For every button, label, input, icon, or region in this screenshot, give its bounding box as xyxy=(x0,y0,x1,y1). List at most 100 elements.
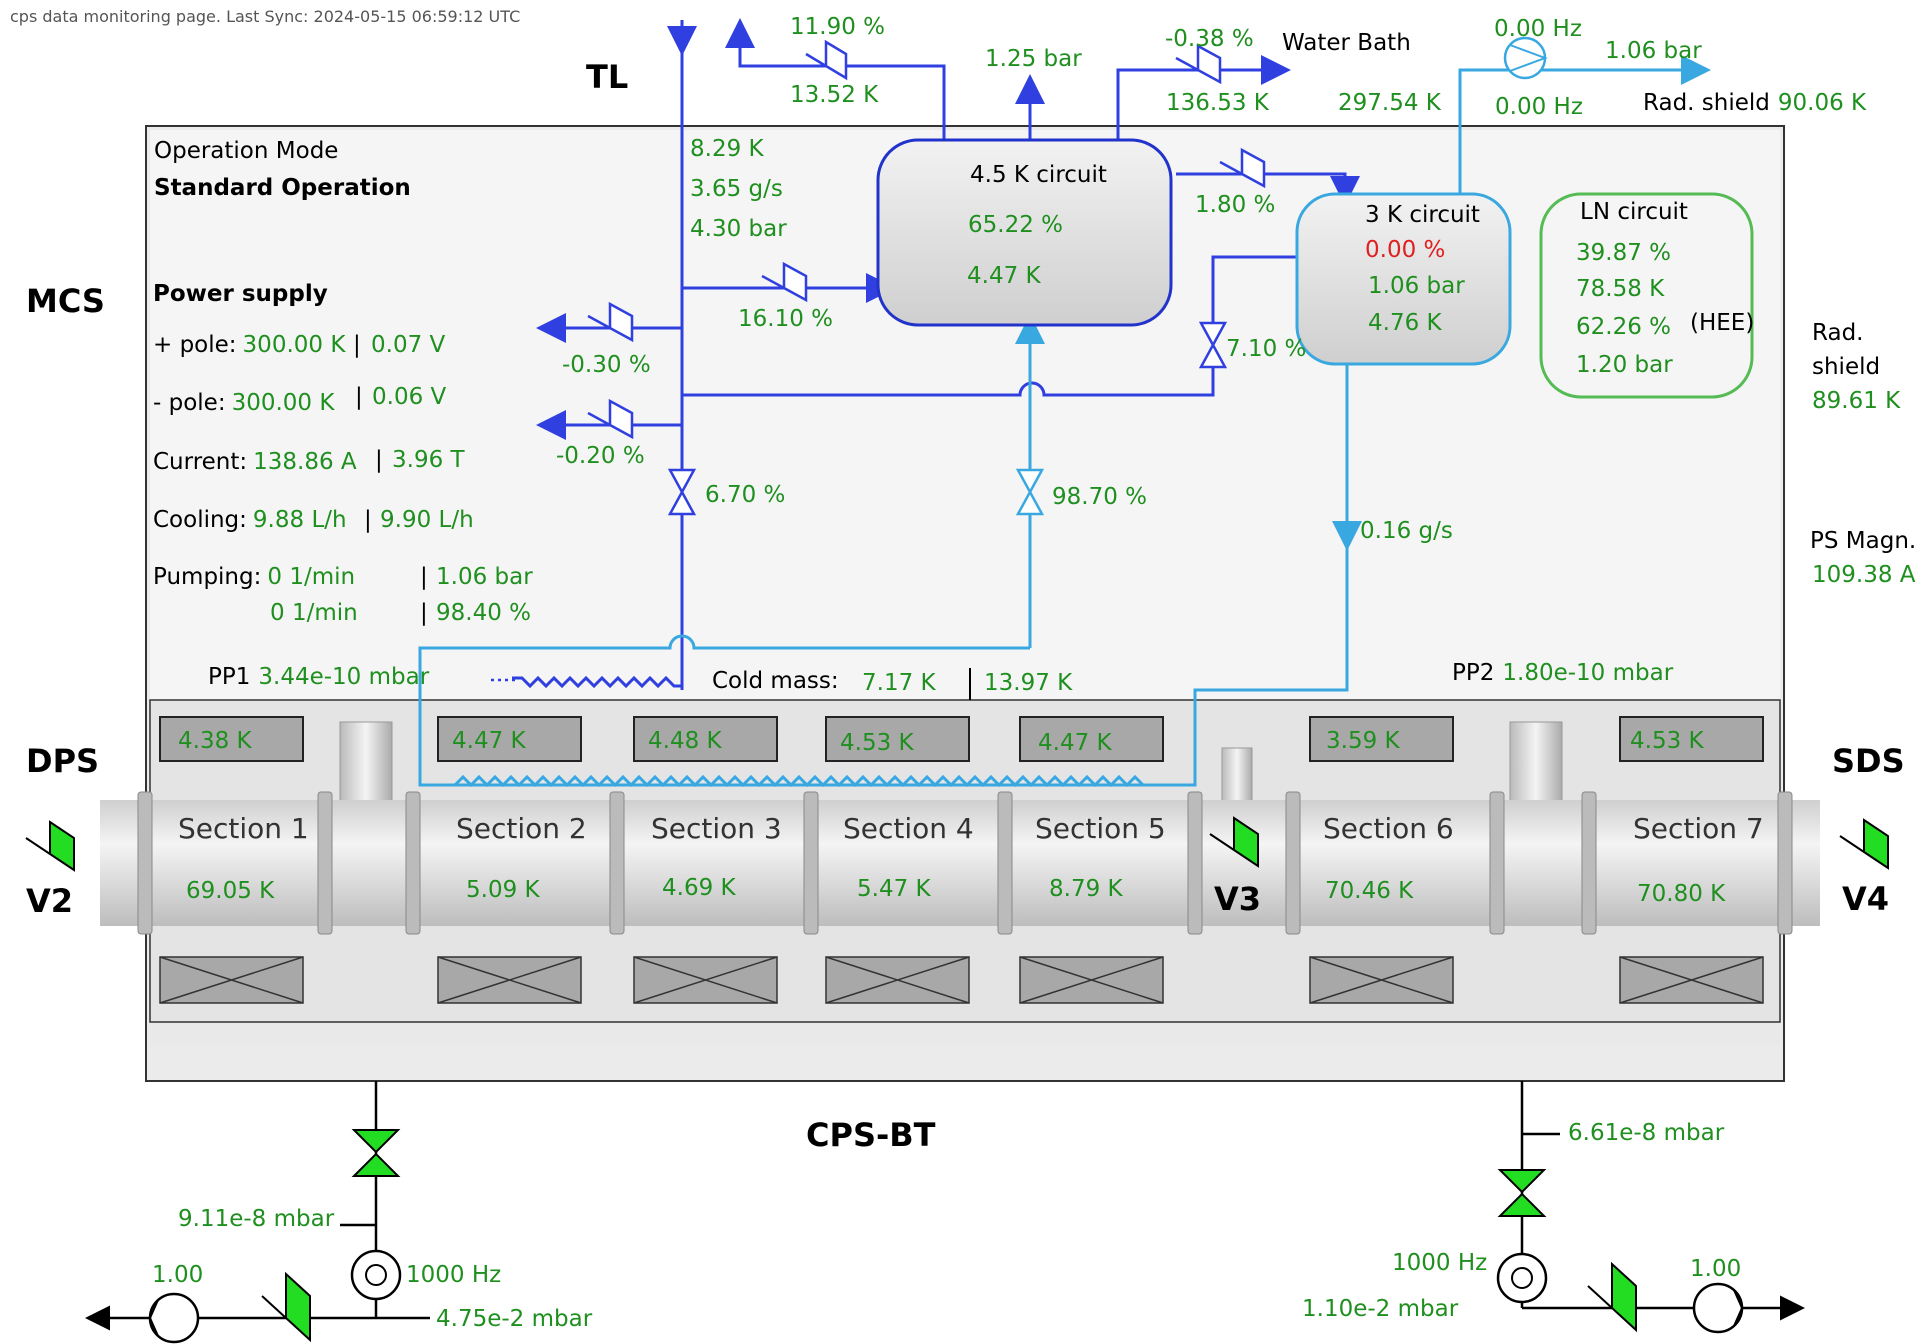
cooling-value-2: 9.90 L/h xyxy=(380,507,474,533)
section-6-name: Section 6 xyxy=(1323,812,1454,845)
section-5-name: Section 5 xyxy=(1035,812,1166,845)
top-box-7: 4.53 K xyxy=(1619,716,1764,762)
section-5-temp: 8.79 K xyxy=(1049,876,1124,902)
tl-temp: 8.29 K xyxy=(690,136,765,162)
valve-top-left[interactable] xyxy=(805,39,848,81)
bottom-left-pressure-1: 9.11e-8 mbar xyxy=(178,1206,335,1232)
pumping-label: Pumping: xyxy=(153,564,261,590)
power-supply-title: Power supply xyxy=(153,281,328,307)
svg-text:Current:138.86 A: Current:138.86 A xyxy=(153,449,357,475)
valve-bottom-left-vertical[interactable] xyxy=(351,1129,401,1177)
top-valve-temp: 13.52 K xyxy=(790,82,879,108)
ln-value-b: 78.58 K xyxy=(1576,276,1665,302)
field-value: 3.96 T xyxy=(392,447,466,473)
valve-670pct[interactable] xyxy=(667,468,697,516)
valve-710-pct: 7.10 % xyxy=(1226,336,1306,362)
valve-neg030-pct: -0.30 % xyxy=(562,352,651,378)
svg-text:3.59 K: 3.59 K xyxy=(1326,728,1401,754)
cold-mass-label: Cold mass: xyxy=(712,668,839,694)
valve-16pct[interactable] xyxy=(761,261,808,303)
circuit-45k-level: 65.22 % xyxy=(968,212,1063,238)
cooling-label: Cooling: xyxy=(153,507,247,533)
top-valve-pct: 11.90 % xyxy=(790,14,885,40)
circuit-45k-tank[interactable] xyxy=(876,138,1173,327)
circuit-45k-temp: 4.47 K xyxy=(967,263,1042,289)
magnet-coils xyxy=(159,956,1764,1004)
circuit-3k-tank[interactable] xyxy=(1295,192,1512,366)
pp1-value: 3.44e-10 mbar xyxy=(258,664,429,690)
plus-pole-temp: 300.00 K xyxy=(243,332,347,358)
valve-bottom-right-vertical[interactable] xyxy=(1497,1169,1547,1217)
pumping-pressure: 1.06 bar xyxy=(436,564,533,590)
svg-text:Cooling:9.88 L/h: Cooling:9.88 L/h xyxy=(153,507,347,533)
fore-pump-right[interactable] xyxy=(1692,1282,1744,1334)
rad-shield-top-label: Rad. shield xyxy=(1643,90,1770,116)
valve-v2-label: V2 xyxy=(26,882,73,920)
cpsbt-label: CPS-BT xyxy=(806,1116,936,1154)
pump-top-right[interactable] xyxy=(1503,36,1548,80)
valve-water-bath[interactable] xyxy=(1175,43,1222,85)
tl-pipework xyxy=(491,18,1360,690)
svg-text:4.48 K: 4.48 K xyxy=(648,728,723,754)
bottom-right-pumping xyxy=(1520,1081,1805,1321)
ln-value-c: 62.26 % xyxy=(1576,314,1671,340)
valve-v4[interactable] xyxy=(1839,818,1889,870)
operation-mode-value: Standard Operation xyxy=(154,175,411,201)
tl-label: TL xyxy=(586,58,628,96)
pressure-125-bar: 1.25 bar xyxy=(985,46,1082,72)
ln-value-d: 1.20 bar xyxy=(1576,352,1673,378)
svg-text:+ pole:300.00 K: + pole:300.00 K xyxy=(153,332,346,358)
valve-bottom-left-horizontal[interactable] xyxy=(261,1271,311,1343)
sds-label: SDS xyxy=(1832,742,1905,780)
valve-9870-pct: 98.70 % xyxy=(1052,484,1147,510)
valve-bottom-right-horizontal[interactable] xyxy=(1587,1261,1637,1333)
minus-pole-temp: 300.00 K xyxy=(232,390,336,416)
valve-9870pct[interactable] xyxy=(1015,468,1045,516)
valve-neg030[interactable] xyxy=(587,301,634,343)
water-bath-label: Water Bath xyxy=(1282,30,1411,56)
cold-mass-value-a: 7.17 K xyxy=(862,670,937,696)
bottom-right-pressure-1: 6.61e-8 mbar xyxy=(1568,1120,1725,1146)
minus-pole-label: - pole: xyxy=(153,390,226,416)
section-1-temp: 69.05 K xyxy=(186,878,275,904)
top-box-2: 4.47 K xyxy=(437,716,582,762)
ln-circuit-title: LN circuit xyxy=(1580,199,1688,225)
svg-text:|: | xyxy=(355,384,363,410)
plus-pole-volt: 0.07 V xyxy=(371,332,446,358)
turbo-pump-left[interactable] xyxy=(350,1249,402,1301)
svg-text:|: | xyxy=(353,332,361,358)
fore-pump-left[interactable] xyxy=(148,1292,200,1344)
beam-tube xyxy=(100,800,1820,926)
sync-status: cps data monitoring page. Last Sync: 202… xyxy=(10,7,520,26)
pump-freq-1: 0.00 Hz xyxy=(1494,16,1582,42)
ln-circuit-tank[interactable] xyxy=(1539,192,1754,399)
top-box-6: 3.59 K xyxy=(1309,716,1454,762)
svg-text:|: | xyxy=(420,600,428,626)
svg-text:4.53 K: 4.53 K xyxy=(840,730,915,756)
valve-neg020[interactable] xyxy=(587,398,634,440)
pumping-value-1: 0 1/min xyxy=(267,564,355,590)
mcs-label: MCS xyxy=(26,282,105,320)
valve-v3[interactable] xyxy=(1209,816,1259,868)
ps-magn-label: PS Magn. xyxy=(1810,528,1916,554)
valve-v2[interactable] xyxy=(25,820,75,872)
pumping-value-2: 0 1/min xyxy=(270,600,358,626)
top-box-4: 4.53 K xyxy=(825,716,970,762)
section-7-temp: 70.80 K xyxy=(1637,881,1726,907)
circuit-3k-flow: 0.16 g/s xyxy=(1360,518,1453,544)
valve-180pct[interactable] xyxy=(1219,147,1266,189)
valve-710pct[interactable] xyxy=(1198,321,1228,369)
section-7-name: Section 7 xyxy=(1633,812,1764,845)
pump-pressure: 1.06 bar xyxy=(1605,38,1702,64)
svg-text:Pumping:0 1/min: Pumping:0 1/min xyxy=(153,564,355,590)
turbo-pump-right[interactable] xyxy=(1496,1252,1548,1304)
pump-freq-2: 0.00 Hz xyxy=(1495,94,1583,120)
cooling-value-1: 9.88 L/h xyxy=(253,507,347,533)
bottom-right-pressure-2: 1.10e-2 mbar xyxy=(1302,1296,1459,1322)
svg-text:4.38 K: 4.38 K xyxy=(178,728,253,754)
ln-value-a: 39.87 % xyxy=(1576,240,1671,266)
ps-magn-value: 109.38 A xyxy=(1812,562,1916,588)
section-4-temp: 5.47 K xyxy=(857,876,932,902)
